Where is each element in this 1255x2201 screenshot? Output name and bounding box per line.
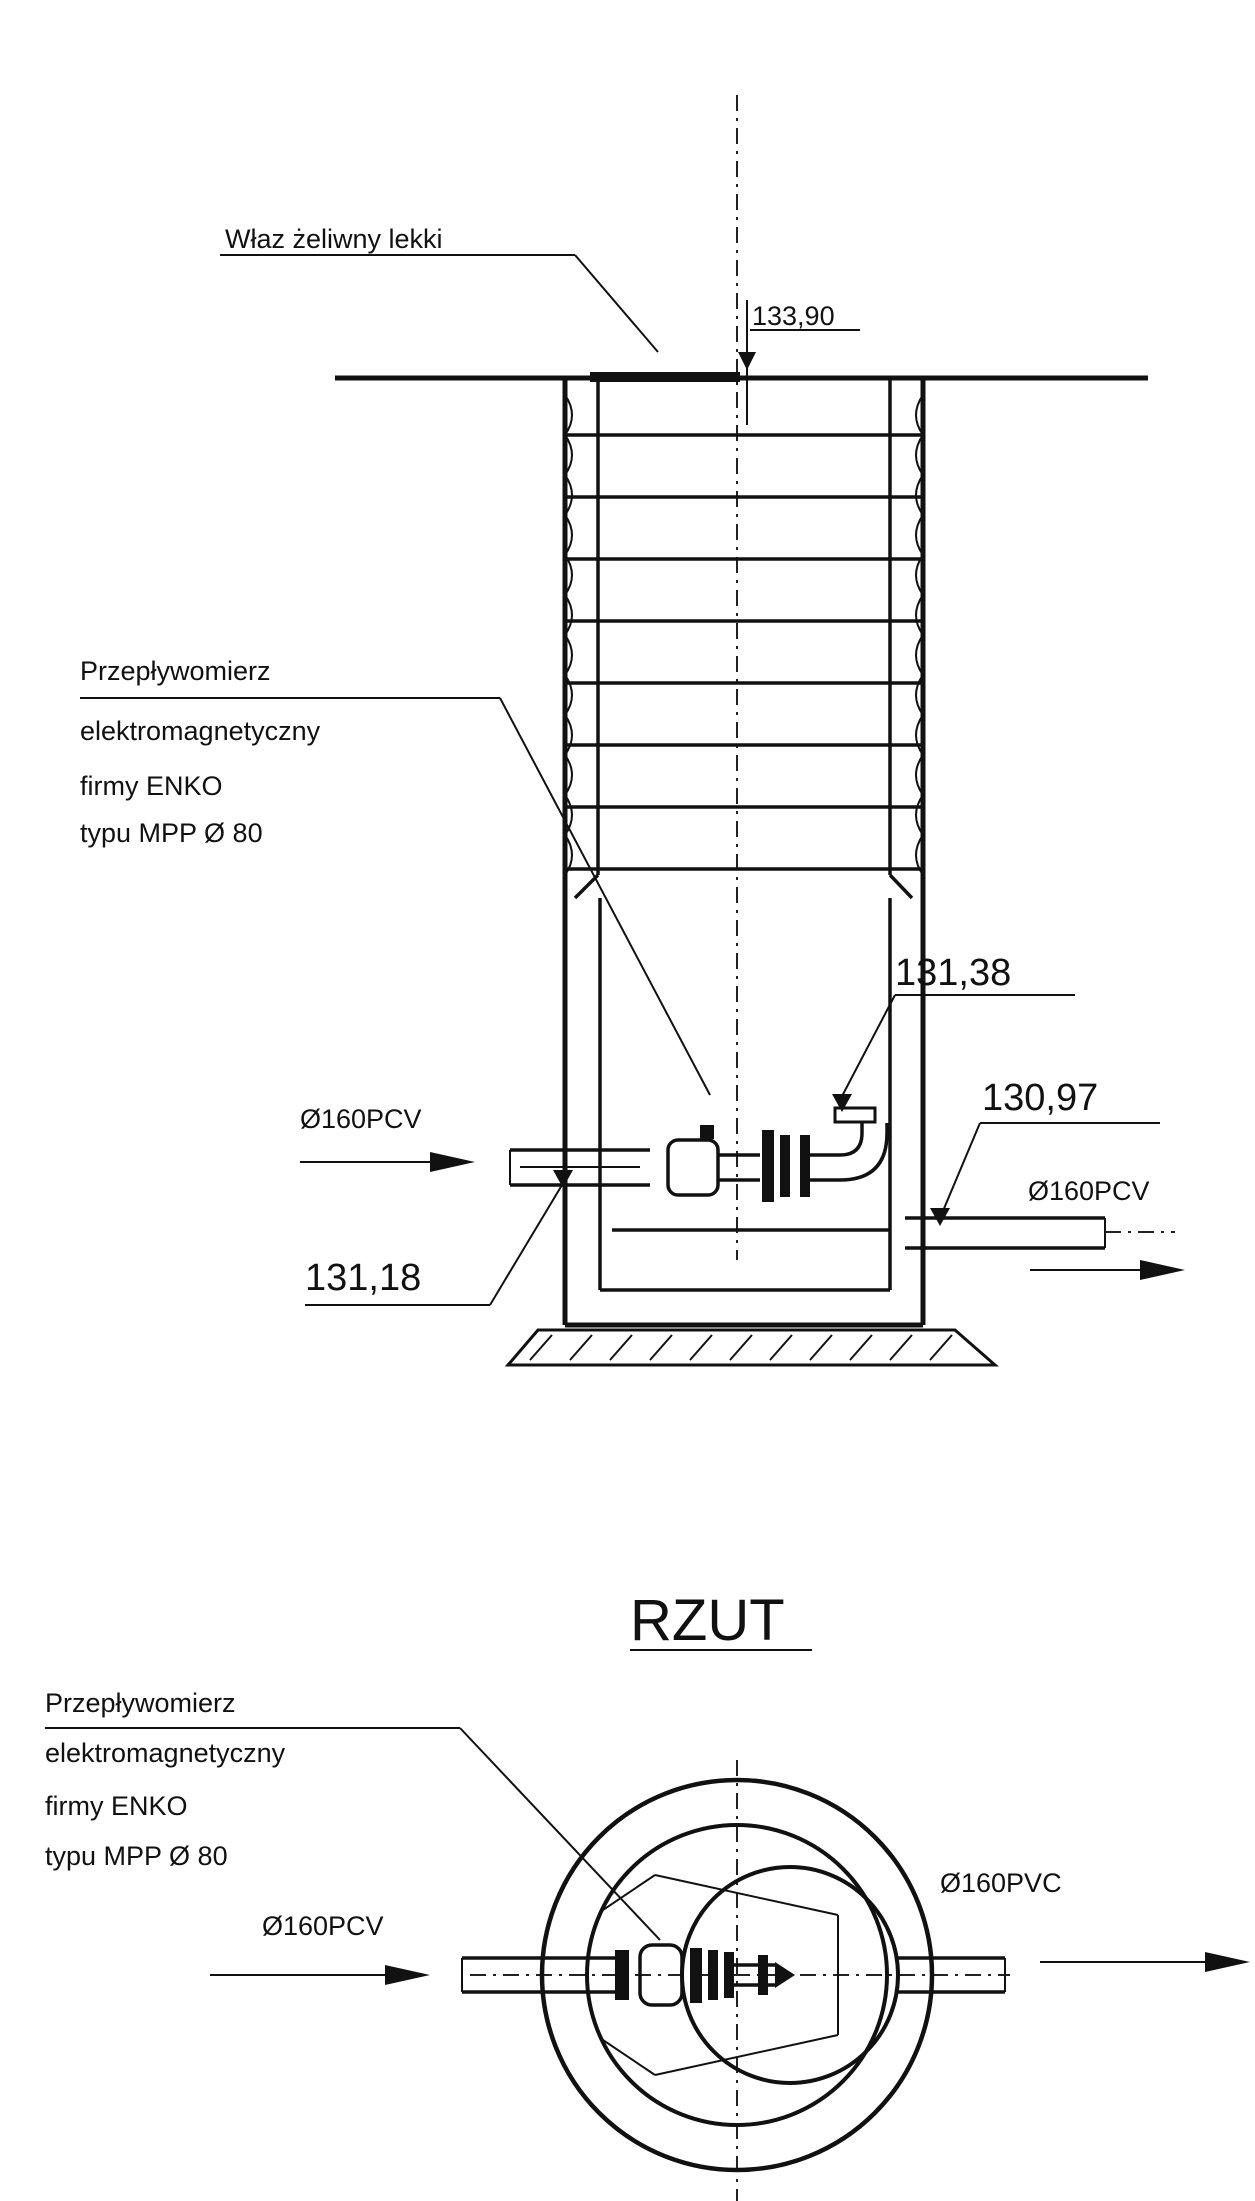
foundation-slab [504, 1328, 999, 1367]
outlet-pipe-label: Ø160PCV [1028, 1176, 1150, 1206]
plan-flowmeter-label-2: elektromagnetyczny [45, 1738, 286, 1768]
plan-inlet-arrow-head [385, 1965, 430, 1985]
manhole-hatch [590, 372, 740, 382]
section-flowmeter-leader [499, 697, 711, 1096]
outlet-pipe [905, 1216, 1106, 1250]
plan-flowmeter-leader [459, 1727, 661, 1941]
cone-right [888, 873, 914, 900]
plan-flowmeter-label-3: firmy ENKO [45, 1791, 188, 1821]
section-view: Właz żeliwny lekki 133,90 [80, 95, 1185, 1367]
inlet-pipe [509, 1148, 650, 1187]
plan-inlet-pipe-label: Ø160PCV [262, 1911, 384, 1941]
cone-left [573, 873, 600, 900]
plan-cone-lines [599, 1874, 839, 2076]
level-outlet-value: 130,97 [982, 1077, 1098, 1119]
plan-middle-ring [585, 1823, 889, 2127]
level-outlet-arrow [930, 1208, 950, 1226]
level-upper-right-arrow [832, 1094, 852, 1112]
level-upper-right-value: 131,38 [895, 952, 1011, 994]
section-flowmeter-label-2: elektromagnetyczny [80, 716, 321, 746]
shaft-rings [563, 394, 925, 876]
inlet-arrow-head [430, 1152, 475, 1172]
plan-view: RZUT Ø160PCV [45, 1588, 1250, 2201]
hatch-label-leader [574, 254, 659, 353]
top-level-arrow [738, 352, 756, 370]
hatch-label: Właz żeliwny lekki [225, 224, 443, 254]
plan-inlet-pipe [461, 1956, 620, 1994]
level-inlet-arrow [553, 1170, 573, 1188]
plan-outlet-pipe [895, 1956, 1006, 1994]
outlet-arrow-head [1140, 1260, 1185, 1280]
plan-flowmeter-label-1: Przepływomierz [45, 1688, 236, 1718]
plan-flowmeter-label-4: typu MPP Ø 80 [45, 1841, 228, 1871]
flowmeter-body [666, 1106, 889, 1202]
level-outlet-leader [939, 1122, 981, 1219]
level-inlet-leader [489, 1179, 566, 1306]
section-flowmeter-label-1: Przepływomierz [80, 656, 271, 686]
plan-title: RZUT [630, 1588, 785, 1653]
plan-flowmeter-body [615, 1943, 795, 2007]
plan-outlet-arrow-head [1205, 1952, 1250, 1972]
level-inlet-value: 131,18 [305, 1257, 421, 1299]
section-flowmeter-label-3: firmy ENKO [80, 771, 223, 801]
section-flowmeter-label-4: typu MPP Ø 80 [80, 818, 263, 848]
foundation-hatch [529, 1334, 953, 1361]
plan-outlet-pipe-label: Ø160PVC [940, 1868, 1062, 1898]
inlet-pipe-label: Ø160PCV [300, 1104, 422, 1134]
level-upper-right-leader [839, 994, 896, 1101]
plan-outer-ring [539, 1777, 935, 2173]
top-level-value: 133,90 [752, 301, 835, 331]
